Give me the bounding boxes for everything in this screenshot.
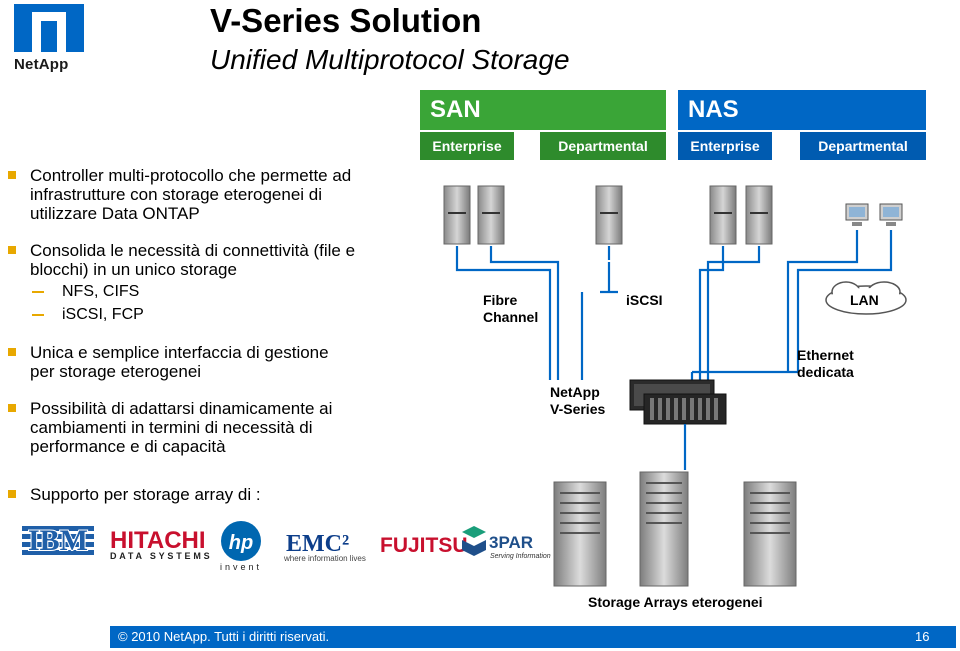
nas-departmental-header: Departmental <box>800 132 926 160</box>
server-icon <box>709 185 737 245</box>
hp-logo: hp invent <box>220 521 262 572</box>
server-icon <box>595 185 623 245</box>
server-icon <box>477 185 505 245</box>
netapp-vseries-icon <box>629 379 727 425</box>
svg-text:HITACHI: HITACHI <box>110 527 206 554</box>
nas-enterprise-header: Enterprise <box>678 132 772 160</box>
svg-text:Serving Information: Serving Information <box>490 553 551 560</box>
bullet-text: Unica e semplice interfaccia di gestione… <box>30 343 329 381</box>
bullet-marker <box>8 490 16 498</box>
bullet-marker <box>8 404 16 412</box>
workstation-icon <box>879 203 903 226</box>
svg-text:hp: hp <box>229 532 253 554</box>
3par-logo: 3PAR Serving Information <box>462 526 551 560</box>
emc-logo: EMC² where information lives <box>283 531 366 563</box>
svg-text:DATA SYSTEMS: DATA SYSTEMS <box>110 551 212 561</box>
svg-text:where information lives: where information lives <box>283 554 366 563</box>
bullet-marker <box>8 246 16 254</box>
iscsi-label: iSCSI <box>626 292 663 308</box>
workstation-icon <box>845 203 869 226</box>
storage-array-icon <box>639 471 689 587</box>
bullet-text: Controller multi-protocollo che permette… <box>30 166 352 223</box>
fibre-channel-label: Fibre Channel <box>483 292 539 325</box>
hitachi-logo: HITACHI DATA SYSTEMS <box>110 527 212 561</box>
footer-bar <box>110 626 956 648</box>
svg-text:invent: invent <box>220 562 262 572</box>
bullet-text: Possibilità di adattarsi dinamicamente a… <box>30 399 333 456</box>
sub-bullet-marker <box>32 291 44 293</box>
connection-lines <box>455 230 893 382</box>
san-enterprise-header: Enterprise <box>420 132 514 160</box>
lan-label: LAN <box>850 292 879 308</box>
svg-text:3PAR: 3PAR <box>489 533 533 552</box>
sub-bullet-text: NFS, CIFS <box>62 283 140 300</box>
svg-text:EMC²: EMC² <box>286 531 349 557</box>
san-header: SAN <box>420 90 666 130</box>
slide-title: V-Series Solution <box>210 2 482 39</box>
server-icon <box>443 185 471 245</box>
bullet-marker <box>8 348 16 356</box>
ibm-logo: IBM <box>22 526 94 555</box>
sub-bullet-text: iSCSI, FCP <box>62 306 144 323</box>
ibm-logo-text: IBM <box>27 523 89 558</box>
svg-text:FUJITSU: FUJITSU <box>380 534 468 557</box>
lan-cloud-icon <box>825 281 907 315</box>
storage-array-icon <box>743 481 797 587</box>
ethernet-label: Ethernet dedicata <box>797 347 854 380</box>
netapp-logo-mark <box>14 4 84 52</box>
bullet-text: Supporto per storage array di : <box>30 485 261 504</box>
slide-subtitle: Unified Multiprotocol Storage <box>210 44 570 75</box>
san-departmental-header: Departmental <box>540 132 666 160</box>
footer-copyright: © 2010 NetApp. Tutti i diritti riservati… <box>118 629 330 644</box>
bullet-marker <box>8 171 16 179</box>
storage-arrays-label: Storage Arrays eterogenei <box>588 594 763 610</box>
server-icon <box>745 185 773 245</box>
sub-bullet-marker <box>32 314 44 316</box>
nas-header: NAS <box>678 90 926 130</box>
fujitsu-logo: FUJITSU <box>380 534 468 557</box>
netapp-logo-text: NetApp <box>14 56 69 73</box>
bullet-text: Consolida le necessità di connettività (… <box>30 241 356 279</box>
storage-array-icon <box>553 481 607 587</box>
netapp-vseries-label: NetApp V-Series <box>550 384 606 417</box>
page-number: 16 <box>915 629 930 644</box>
